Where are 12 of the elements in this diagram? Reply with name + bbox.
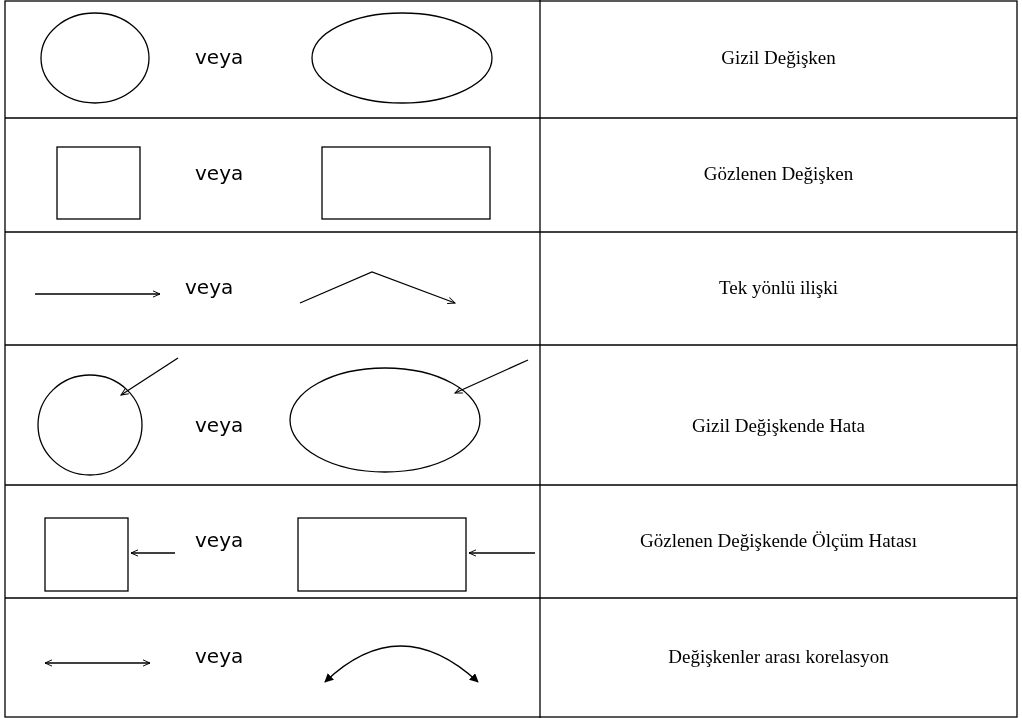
connector-word: veya [195, 45, 244, 69]
connector-word: veya [185, 274, 234, 299]
symbol-description: Gözlenen Değişkende Ölçüm Hatası [640, 529, 917, 552]
connector-word: veya [195, 161, 244, 185]
symbol-description: Gizil Değişkende Hata [691, 415, 866, 437]
connector-word: veya [195, 413, 244, 437]
connector-word: veya [195, 643, 244, 668]
symbol-description: Değişkenler arası korelasyon [668, 645, 889, 668]
symbol-description: Gözlenen Değişken [703, 163, 854, 185]
symbol-description: Tek yönlü ilişki [719, 276, 838, 299]
connector-word: veya [195, 527, 244, 552]
symbol-description: Gizil Değişken [721, 47, 836, 69]
